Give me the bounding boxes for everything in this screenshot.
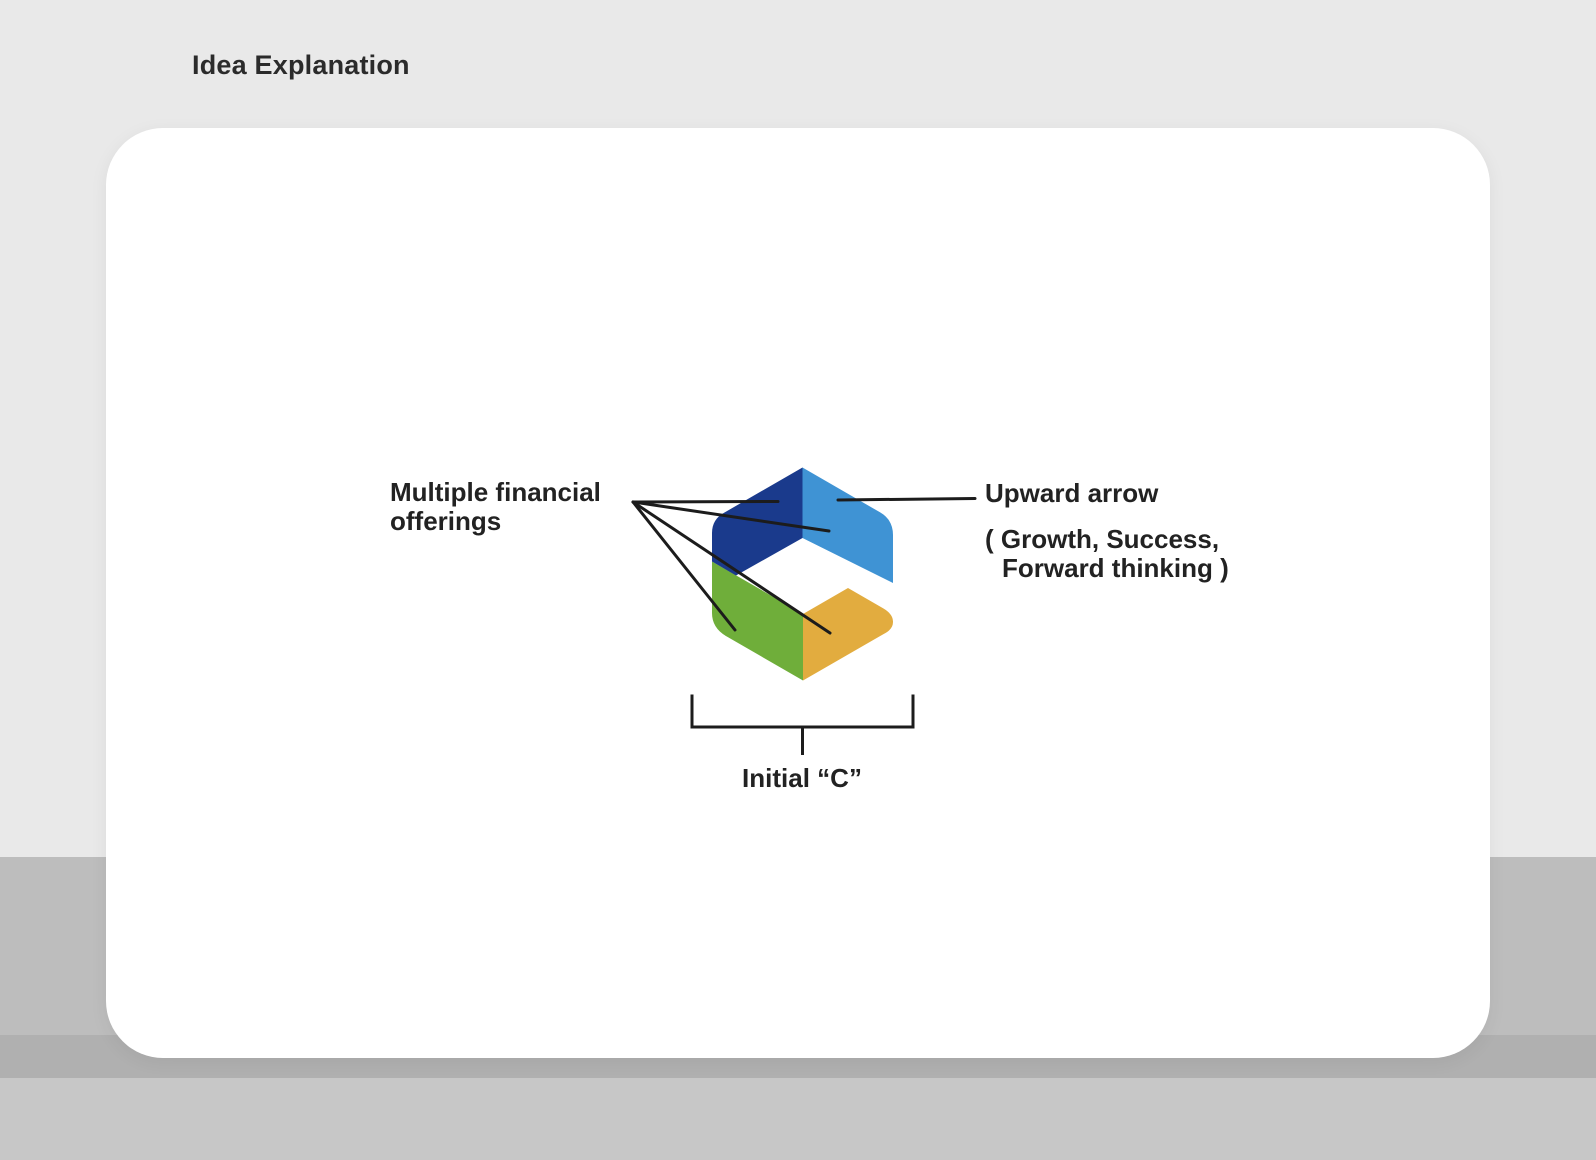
content-card (106, 128, 1490, 1058)
bottom-annotation-label: Initial “C” (742, 763, 862, 793)
annotation-line-upward-arrow (836, 497, 977, 502)
annotation-line-light-blue (631, 500, 831, 533)
annotation-line-green (631, 500, 737, 632)
annotation-line-yellow (631, 500, 832, 635)
left-annotation-line2: offerings (390, 506, 502, 536)
bottom-bracket (690, 694, 915, 755)
logo-segment-light-blue (802, 467, 893, 583)
left-annotation-line1: Multiple financial (390, 477, 601, 507)
left-annotation-lines (631, 500, 832, 635)
page-title: Idea Explanation (192, 50, 410, 80)
logo-segment-yellow (803, 588, 893, 681)
logo-segment-green (712, 561, 803, 681)
right-annotation-sub2: Forward thinking ) (1002, 553, 1229, 583)
annotation-line-dark-blue (631, 500, 780, 504)
right-annotation-label: Upward arrow ( Growth, Success, Forward … (985, 479, 1229, 583)
right-annotation-sub1: ( Growth, Success, (985, 524, 1220, 554)
left-annotation-label: Multiple financial offerings (390, 478, 601, 536)
background-band-bottom (0, 1078, 1596, 1160)
right-annotation-title: Upward arrow (985, 478, 1159, 508)
